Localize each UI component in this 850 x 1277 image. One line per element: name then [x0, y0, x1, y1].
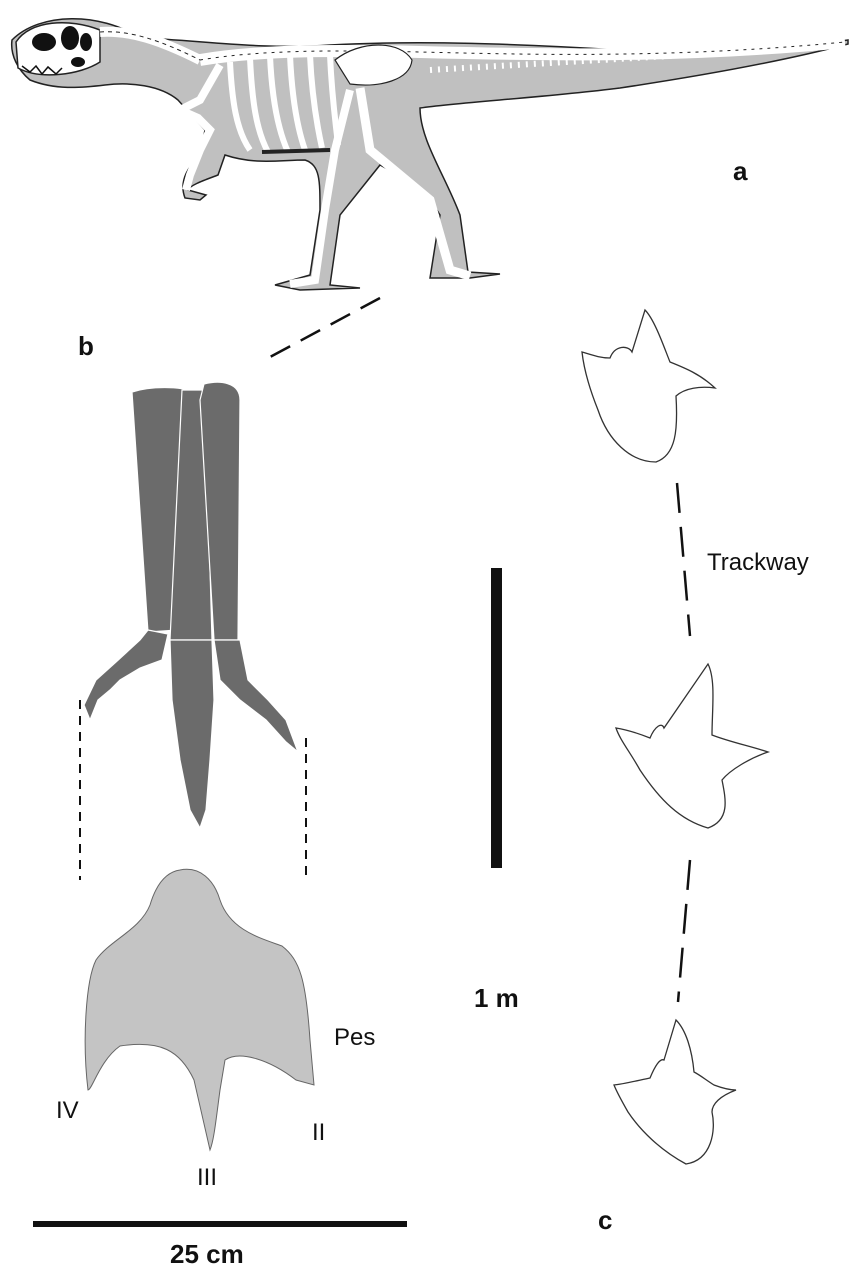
digit-iii-label: III	[197, 1164, 217, 1191]
digit-iv-label: IV	[56, 1097, 79, 1124]
footprint-1	[582, 310, 715, 462]
connector-a-b	[270, 298, 380, 357]
foot-skeleton	[84, 382, 298, 828]
stride-line-1	[677, 483, 690, 636]
footprint-2	[616, 664, 768, 828]
panel-label-c: c	[598, 1205, 612, 1235]
skeleton-reconstruction	[12, 19, 848, 290]
stride-line-2	[678, 860, 690, 1002]
scale-label-25cm: 25 cm	[170, 1239, 244, 1269]
digit-ii-label: II	[312, 1119, 325, 1146]
trackway-label: Trackway	[707, 549, 809, 576]
digit-iv-phalanges	[84, 630, 168, 720]
body-silhouette	[12, 19, 848, 290]
gastralia	[262, 150, 330, 152]
panel-label-b: b	[78, 331, 94, 361]
scale-bar-1m	[491, 568, 502, 868]
scale-bar-25cm	[33, 1221, 407, 1227]
digit-ii-phalanges	[214, 640, 298, 752]
panel-label-a: a	[733, 156, 748, 186]
footprint-3	[614, 1020, 736, 1164]
pes-label: Pes	[334, 1024, 375, 1051]
scale-label-1m: 1 m	[474, 983, 519, 1013]
digit-iii-phalanges	[170, 640, 214, 828]
pes-footprint	[85, 869, 314, 1150]
skull	[16, 23, 100, 75]
trackway	[582, 310, 768, 1164]
